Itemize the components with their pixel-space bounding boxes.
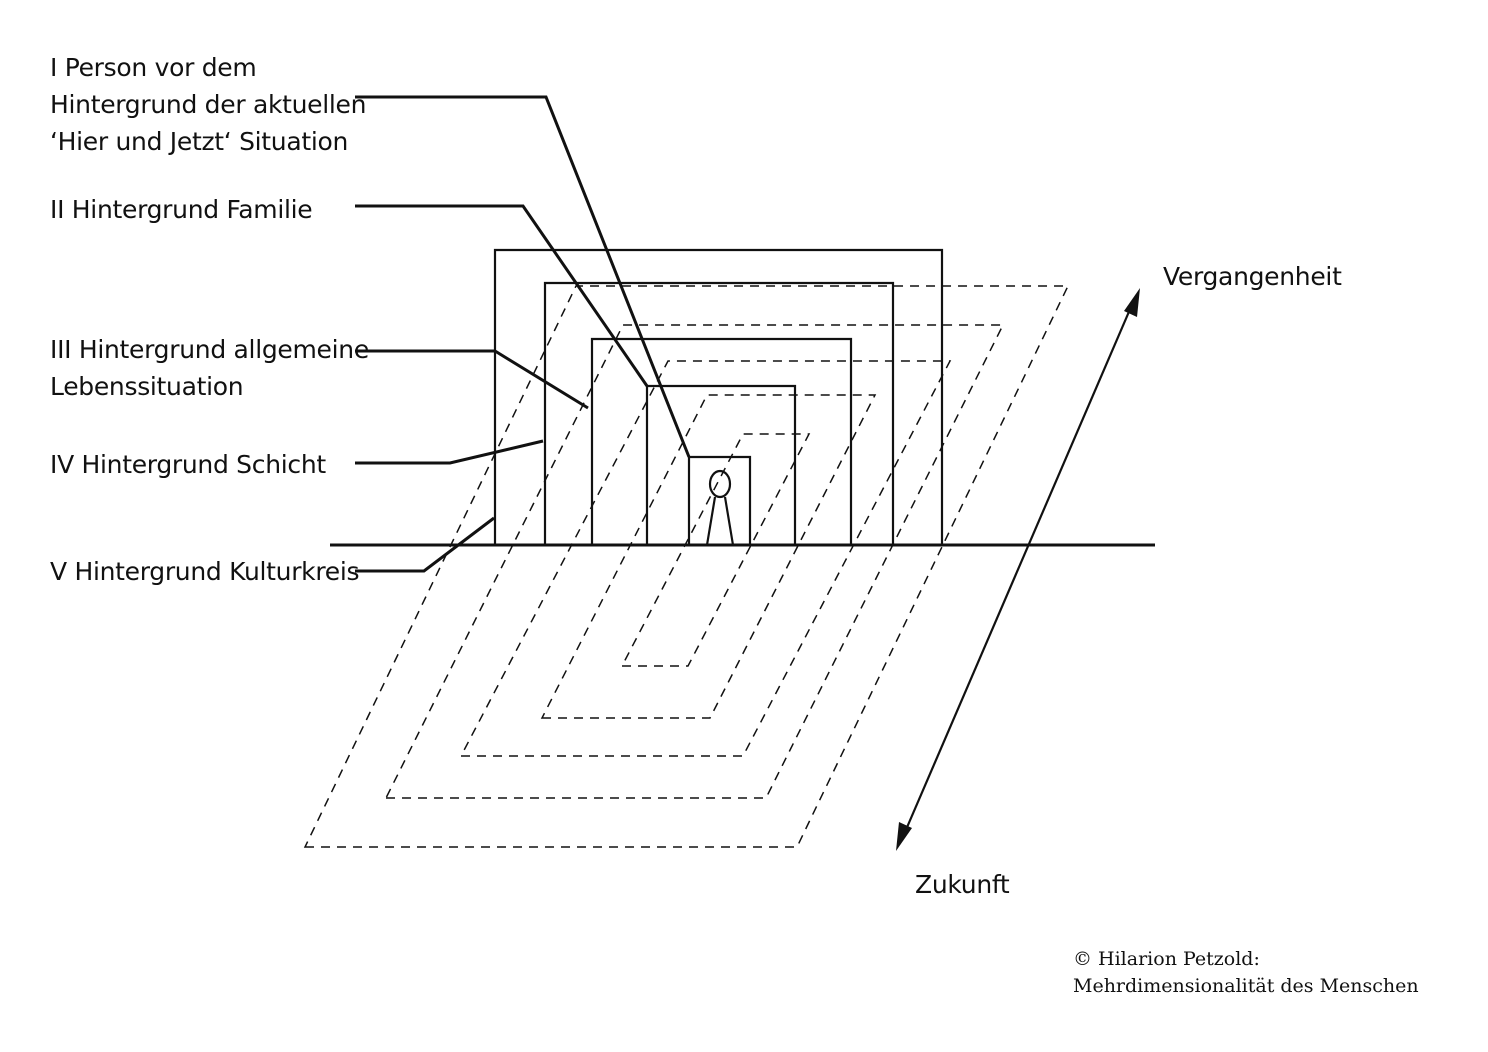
label-layer-1-line-1: I Person vor dem [50, 53, 257, 82]
floor-plane-3 [459, 360, 952, 757]
leader-line-1 [355, 95, 691, 458]
credit-line-1: © Hilarion Petzold: [1073, 948, 1260, 970]
frame-layer-4 [543, 281, 895, 545]
leader-line-4 [355, 439, 544, 465]
label-layer-1-line-3: ‘Hier und Jetzt‘ Situation [50, 127, 349, 156]
person-head [708, 469, 732, 499]
label-layer-2: II Hintergrund Familie [50, 195, 313, 224]
label-layer-1: I Person vor dem Hintergrund der aktuell… [50, 49, 366, 160]
arrow-head-future [896, 822, 912, 851]
leader-line-2 [355, 204, 649, 387]
arrow-head-past [1124, 288, 1140, 317]
leader-line-3 [355, 349, 589, 410]
axis-label-future: Zukunft [915, 870, 1010, 899]
floor-plane-2 [540, 394, 877, 719]
floor-plane-1 [620, 433, 811, 667]
floor-plane-5 [303, 285, 1070, 848]
time-axis [903, 306, 1133, 833]
label-layer-5: V Hintergrund Kulturkreis [50, 557, 360, 586]
label-layer-3: III Hintergrund allgemeine Lebenssituati… [50, 331, 369, 405]
frame-layer-1 [687, 455, 752, 545]
label-layer-1-line-2: Hintergrund der aktuellen [50, 90, 367, 119]
label-layer-4: IV Hintergrund Schicht [50, 450, 326, 479]
label-layer-3-line-2: Lebenssituation [50, 372, 244, 401]
person-body [705, 496, 735, 546]
frame-layer-2 [645, 384, 797, 545]
frame-layer-5 [493, 248, 944, 545]
leader-line-5 [355, 516, 495, 573]
label-layer-3-line-1: III Hintergrund allgemeine [50, 335, 369, 364]
copyright-credit: © Hilarion Petzold: Mehrdimensionalität … [1073, 946, 1419, 1000]
axis-label-past: Vergangenheit [1163, 262, 1342, 291]
floor-plane-4 [384, 324, 1005, 799]
credit-line-2: Mehrdimensionalität des Menschen [1073, 975, 1419, 997]
frame-layer-3 [590, 337, 853, 545]
